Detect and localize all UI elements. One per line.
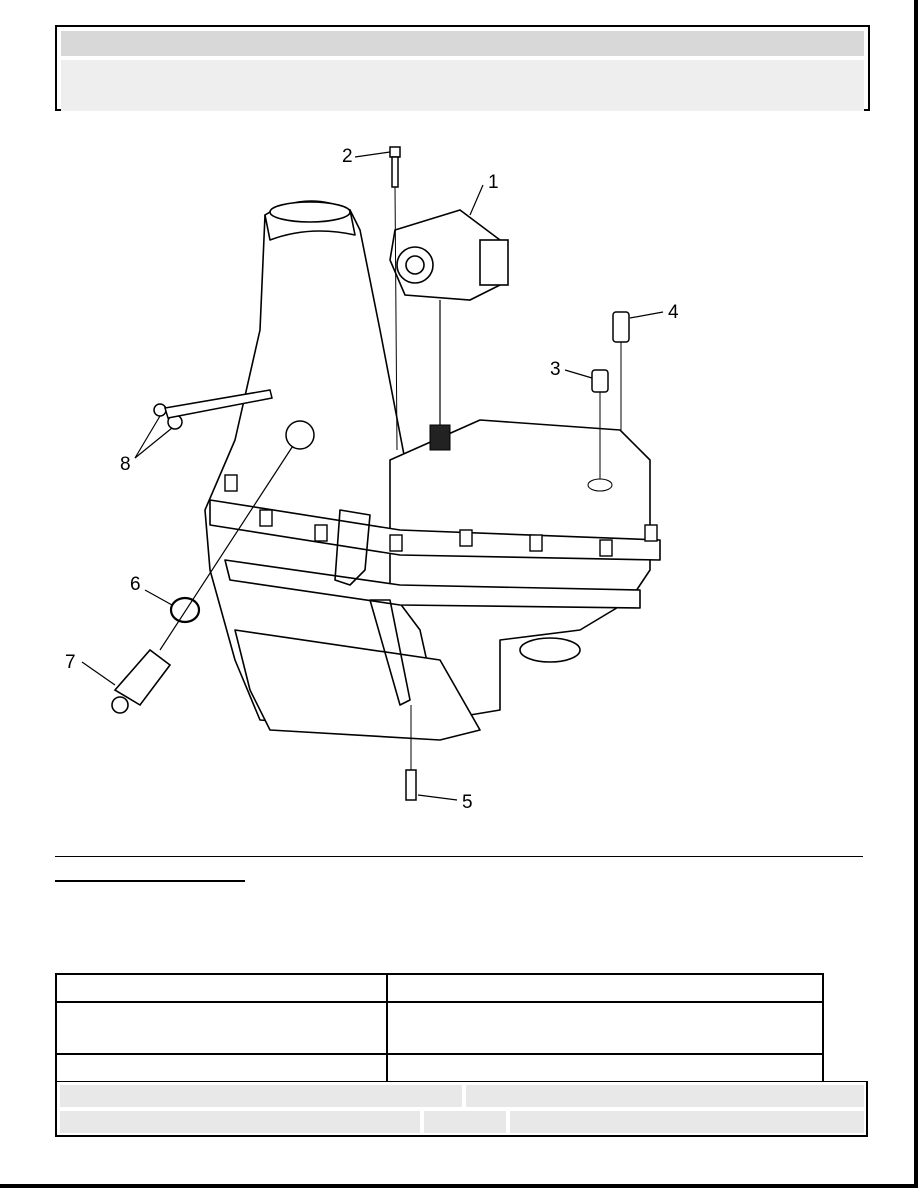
footer-bottom-right — [510, 1111, 864, 1133]
table-row — [57, 975, 822, 1003]
callout-4: 4 — [668, 302, 679, 323]
header-title — [61, 31, 864, 56]
document-footer — [55, 1081, 868, 1137]
callout-1: 1 — [488, 172, 499, 193]
transfer-case-illustration: 1 2 3 4 5 6 7 8 — [60, 130, 692, 835]
exploded-view-drawing: 1 2 3 4 5 6 7 8 — [65, 146, 679, 813]
drain-plug-top — [612, 311, 630, 343]
motor-bolt — [389, 146, 401, 188]
shift-motor — [389, 209, 509, 301]
speed-sensor — [111, 648, 172, 714]
housing-bolts — [153, 389, 273, 430]
leader-lines — [81, 151, 664, 801]
rear-housing — [389, 419, 651, 721]
header-subtitle — [61, 60, 864, 111]
table-row — [57, 1003, 822, 1055]
footer-bottom-left — [60, 1111, 420, 1133]
footer-bottom-mid — [424, 1111, 506, 1133]
footer-left — [60, 1085, 462, 1107]
section-divider — [55, 856, 863, 857]
o-ring — [169, 596, 201, 624]
callout-5: 5 — [462, 792, 473, 813]
specification-table — [55, 973, 824, 1081]
section-heading-underline — [55, 880, 245, 882]
flange-bolts — [224, 474, 658, 557]
table-row — [57, 1055, 822, 1081]
callout-2: 2 — [342, 146, 353, 167]
lower-sump — [234, 629, 481, 741]
callout-6: 6 — [130, 574, 141, 595]
document-header — [55, 25, 870, 111]
footer-right — [466, 1085, 864, 1107]
callout-7: 7 — [65, 652, 76, 673]
drain-pin — [405, 769, 417, 801]
housing-flange — [209, 499, 661, 561]
callout-8: 8 — [120, 454, 131, 475]
callout-3: 3 — [550, 359, 561, 380]
fill-plug — [591, 369, 609, 393]
